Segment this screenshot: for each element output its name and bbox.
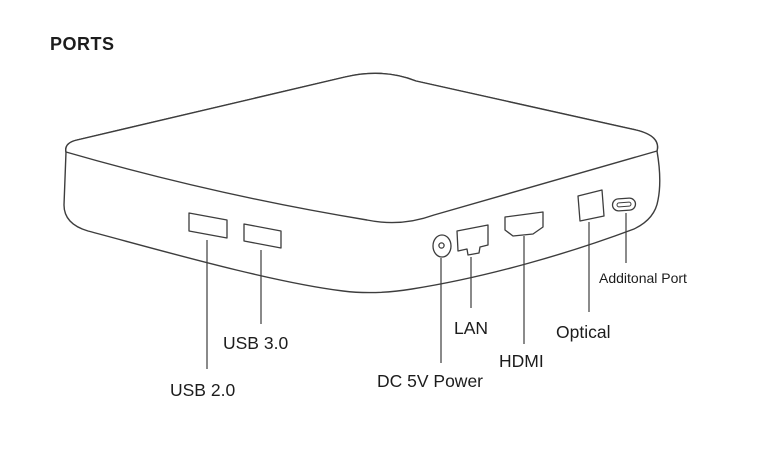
hdmi-port-icon: [504, 211, 544, 237]
page-title: PORTS: [50, 34, 115, 54]
lan-port-icon: [456, 224, 489, 256]
usb2-port-icon: [188, 212, 228, 239]
dc-power-jack-icon: [432, 234, 452, 258]
usbc-port-icon: [611, 197, 637, 212]
usb3-port-icon: [243, 223, 282, 249]
usb2-label: USB 2.0: [170, 380, 235, 400]
lan-label: LAN: [454, 318, 488, 338]
dc-power-label: DC 5V Power: [377, 371, 483, 391]
optical-port-icon: [577, 189, 605, 222]
hdmi-label: HDMI: [499, 351, 544, 371]
device-top-face: [65, 72, 659, 224]
optical-label: Optical: [556, 322, 610, 342]
usb3-label: USB 3.0: [223, 333, 288, 353]
additional-port-label: Additonal Port: [599, 270, 687, 286]
